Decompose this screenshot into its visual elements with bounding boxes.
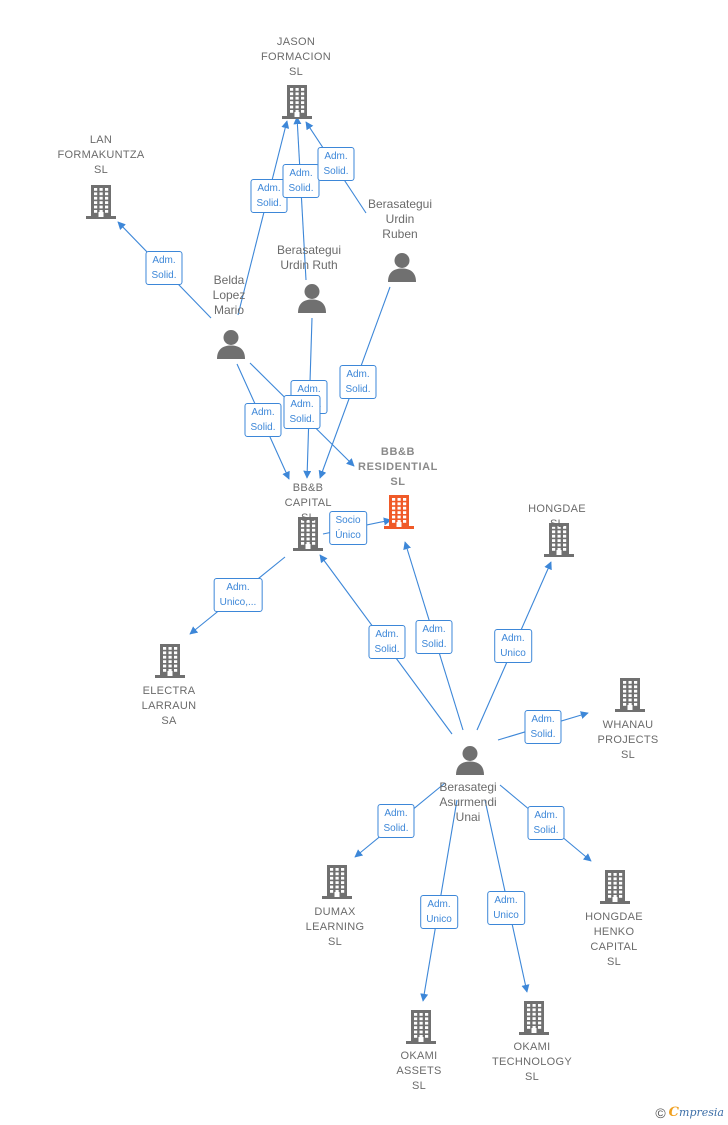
building-icon[interactable] [406,1010,436,1049]
node-label-ruth[interactable]: Berasategui Urdin Ruth [276,243,342,272]
person-icon[interactable] [297,283,327,318]
node-label-electra[interactable]: ELECTRA LARRAUN SA [141,685,197,727]
edge-label-unai-to-whanau[interactable]: Adm. Solid. [524,710,562,744]
person-icon[interactable] [216,329,246,364]
node-label-oktech[interactable]: OKAMI TECHNOLOGY SL [491,1041,573,1083]
node-label-unai[interactable]: Berasategi Asurmendi Unai [439,780,497,824]
building-icon[interactable] [544,523,574,562]
brand-name: mpresia [679,1106,724,1119]
node-label-dumax[interactable]: DUMAX LEARNING SL [305,906,365,948]
edge-label-unai-to-oktech[interactable]: Adm. Unico [487,891,525,925]
edge-label-ruth-to-jason[interactable]: Adm. Solid. [282,164,320,198]
edge-label-mario-to-jason[interactable]: Adm. Solid. [250,179,288,213]
node-label-ruben[interactable]: Berasategui Urdin Ruben [367,197,433,241]
edge-label-mario-to-bbres[interactable]: Adm. Solid. [283,395,321,429]
building-icon[interactable] [384,495,414,534]
node-label-mario[interactable]: Belda Lopez Mario [212,273,246,317]
node-label-bbcap[interactable]: BB&B CAPITAL SL [284,482,332,524]
edge-label-bbcap-to-electra[interactable]: Adm. Unico,... [213,578,263,612]
brand-logo: Cmpresia [669,1105,724,1121]
node-label-jason[interactable]: JASON FORMACION SL [261,36,331,78]
building-icon[interactable] [86,185,116,224]
building-icon[interactable] [322,865,352,904]
edge-mario-to-jason [237,120,290,316]
edge-label-mario-to-lan[interactable]: Adm. Solid. [145,251,183,285]
building-icon[interactable] [615,678,645,717]
building-icon[interactable] [282,85,312,124]
building-icon[interactable] [600,870,630,909]
node-label-bbres[interactable]: BB&B RESIDENTIAL SL [358,446,438,488]
node-label-hongdae[interactable]: HONGDAE SL [528,503,586,530]
node-label-lan[interactable]: LAN FORMAKUNTZA SL [57,134,145,176]
edge-label-ruben-to-bbcap[interactable]: Adm. Solid. [339,365,377,399]
edge-label-unai-to-bbres[interactable]: Adm. Solid. [415,620,453,654]
edge-label-unai-to-henko[interactable]: Adm. Solid. [527,806,565,840]
edge-label-ruben-to-jason[interactable]: Adm. Solid. [317,147,355,181]
edge-label-unai-to-bbcap[interactable]: Adm. Solid. [368,625,406,659]
edge-label-unai-to-okassets[interactable]: Adm. Unico [420,895,458,929]
edge-ruth-to-jason [293,116,307,281]
brand-initial: C [668,1105,680,1120]
person-icon[interactable] [387,252,417,287]
node-label-whanau[interactable]: WHANAU PROJECTS SL [597,719,659,761]
node-label-henko[interactable]: HONGDAE HENKO CAPITAL SL [585,911,643,968]
footer-logo: © Cmpresia [655,1105,724,1121]
edge-label-bbcap-to-bbres[interactable]: Socio Único [329,511,367,545]
building-icon[interactable] [293,517,323,556]
edge-label-mario-to-bbcap[interactable]: Adm. Solid. [244,403,282,437]
building-icon[interactable] [519,1001,549,1040]
building-icon[interactable] [155,644,185,683]
node-label-okassets[interactable]: OKAMI ASSETS SL [396,1050,442,1092]
edge-label-unai-to-hongdae[interactable]: Adm. Unico [494,629,532,663]
edge-label-unai-to-dumax[interactable]: Adm. Solid. [377,804,415,838]
copyright-symbol: © [655,1105,666,1121]
person-icon[interactable] [455,745,485,780]
